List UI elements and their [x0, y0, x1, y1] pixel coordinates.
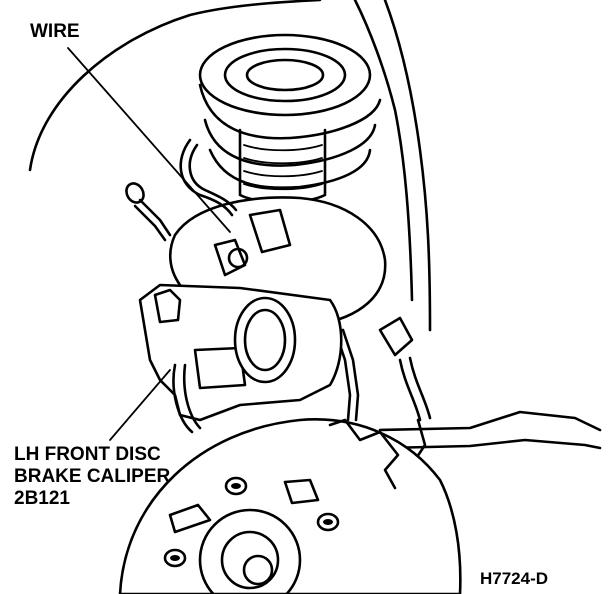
caliper-label-line1: LH FRONT DISC: [14, 444, 161, 465]
caliper-label-line3: 2B121: [14, 488, 70, 509]
caliper-label-line2: BRAKE CALIPER: [14, 466, 171, 487]
coil-spring: [198, 33, 382, 190]
callout-leaders: [67, 47, 231, 441]
strut-body: [238, 128, 327, 204]
brake-rotor: [118, 418, 462, 594]
figure-code: H7724-D: [480, 569, 549, 588]
hanging-wire-stud: [125, 182, 172, 242]
brake-caliper: [138, 283, 343, 434]
wire-label: WIRE: [30, 21, 80, 42]
fender-outline: [28, 0, 432, 332]
lower-control-arm: [378, 410, 602, 450]
caliper-label: LH FRONT DISC BRAKE CALIPER 2B121: [14, 444, 170, 510]
